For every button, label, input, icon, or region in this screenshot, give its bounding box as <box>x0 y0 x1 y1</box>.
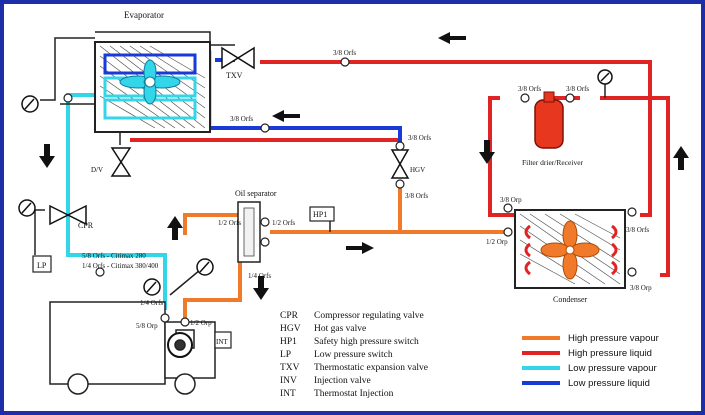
pipe-label: 1/2 Orp <box>486 238 508 246</box>
gauge-icon <box>18 69 613 296</box>
hgv-valve: HGV <box>390 149 425 179</box>
pipe-label: 1/2 Orfs <box>272 219 295 227</box>
txv-valve: TXV <box>221 46 255 80</box>
pipe-label: 3/8 Orfs <box>408 134 431 142</box>
evaporator: Evaporator <box>94 10 211 133</box>
pipe-label: 5/8 Orp <box>136 322 158 330</box>
legend-label: High pressure liquid <box>568 348 652 359</box>
pipe-label: 3/8 Orfs <box>566 85 589 93</box>
pipe-label: 3/8 Orp <box>630 284 652 292</box>
color-legend: High pressure vapour High pressure liqui… <box>522 333 659 389</box>
pipe-label: 1/4 Orfs <box>248 272 271 280</box>
oil-separator: Oil separator <box>235 189 277 263</box>
oil-separator-label: Oil separator <box>235 189 277 198</box>
flow-arrow-icon <box>39 32 689 300</box>
pipe-label: 3/8 Orfs <box>626 226 649 234</box>
abbr-desc: Hot gas valve <box>314 324 366 334</box>
pipe-label: 3/8 Orfs <box>333 49 356 57</box>
svg-text:HP1: HP1 <box>313 210 327 219</box>
high-pressure-vapour-lines <box>183 180 510 320</box>
abbr-desc: Low pressure switch <box>314 350 393 360</box>
evaporator-fan-icon <box>119 59 181 105</box>
abbr-code: HGV <box>280 324 301 334</box>
abbr-desc: Safety high pressure switch <box>314 336 419 347</box>
abbr-code: INT <box>280 389 296 399</box>
abbr-code: LP <box>280 350 291 360</box>
evaporator-label: Evaporator <box>124 10 164 20</box>
compressor-truck <box>49 301 216 395</box>
hp1-switch: HP1 <box>309 206 335 222</box>
svg-text:HGV: HGV <box>410 166 425 174</box>
legend-label: Low pressure vapour <box>568 363 657 374</box>
abbr-code: HP1 <box>280 337 297 347</box>
abbr-code: INV <box>280 376 297 386</box>
abbr-desc: Compressor regulating valve <box>314 311 424 321</box>
abbr-desc: Injection valve <box>314 376 371 386</box>
condenser-label: Condenser <box>553 295 588 304</box>
svg-text:CPR: CPR <box>78 221 94 230</box>
legend-label: High pressure vapour <box>568 333 659 344</box>
int-box: INT <box>214 331 232 349</box>
legend-label: Low pressure liquid <box>568 378 650 389</box>
filter-drier-receiver: Filter drier/Receiver <box>522 91 584 167</box>
pipe-label: 5/8 Orfs - Citimax 280 <box>82 252 146 260</box>
pipe-label: 1/4 Orfs <box>140 299 163 307</box>
cpr-valve: CPR <box>49 204 94 230</box>
abbreviation-key: CPR Compressor regulating valve HGV Hot … <box>280 311 428 399</box>
pipe-label: 1/2 Orp <box>190 319 212 327</box>
svg-text:INT: INT <box>216 338 228 346</box>
abbr-code: TXV <box>280 363 300 373</box>
filter-drier-label: Filter drier/Receiver <box>522 158 584 167</box>
svg-text:D/V: D/V <box>91 166 103 174</box>
condenser: Condenser <box>514 209 626 304</box>
lp-switch: LP <box>32 255 52 273</box>
svg-text:LP: LP <box>37 261 47 270</box>
abbr-desc: Thermostatic expansion valve <box>314 363 428 373</box>
pipe-label: 3/8 Orp <box>500 196 522 204</box>
condenser-fan-icon <box>540 220 600 280</box>
pipe-label: 3/8 Orfs <box>405 192 428 200</box>
abbr-desc: Thermostat Injection <box>314 389 394 399</box>
pipe-fittings <box>63 57 637 327</box>
dv-valve: D/V <box>91 147 132 177</box>
abbr-code: CPR <box>280 311 299 321</box>
pipe-label: 1/2 Orfs <box>218 219 241 227</box>
pipe-label: 3/8 Orfs <box>230 115 253 123</box>
pipe-label: 3/8 Orfs <box>518 85 541 93</box>
pipe-label: 1/4 Orfs - Citimax 380/400 <box>82 262 159 270</box>
svg-text:TXV: TXV <box>226 71 243 80</box>
